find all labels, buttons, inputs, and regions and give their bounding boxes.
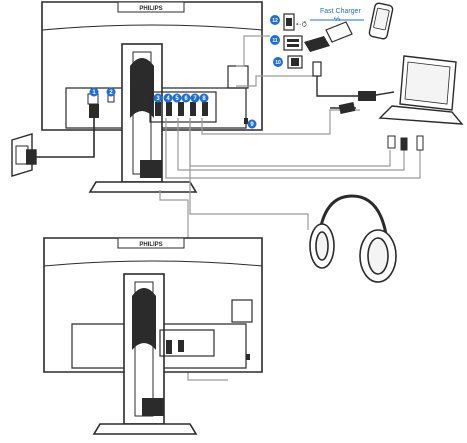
usb-trident-symbol: ⇠⛣ [296,21,307,28]
laptop-icon [378,55,464,125]
callout-7: 7 [190,93,200,103]
callout-3: 3 [153,93,163,103]
callout-10: 10 [273,57,283,67]
callout-2: 2 [106,87,116,97]
callout-6: 6 [181,93,191,103]
top-monitor-ports [155,102,208,116]
brand-label-top: PHILIPS [139,6,162,12]
callouts: 1 2 3 4 5 6 7 8 [89,15,283,129]
svg-text:8: 8 [202,96,206,102]
fast-charger-label: Fast Charger [320,8,362,15]
brand-label-bottom: PHILIPS [139,242,162,248]
cable-heads [330,102,424,151]
top-monitor [41,1,263,193]
usb-stick-icon [304,21,353,52]
headphones-icon [309,194,397,283]
callout-5: 5 [172,93,182,103]
usb-port-fills [286,18,299,66]
svg-text:12: 12 [272,18,278,24]
callout-11: 11 [270,35,280,45]
callout-1: 1 [89,87,99,97]
svg-text:5: 5 [175,96,179,102]
svg-text:4: 4 [166,96,170,102]
svg-text:3: 3 [156,96,160,102]
bottom-monitor [43,237,263,435]
svg-text:10: 10 [275,60,281,66]
callout-4: 4 [163,93,173,103]
svg-text:7: 7 [193,96,197,102]
svg-text:11: 11 [272,38,278,44]
callout-9: 9 [247,119,257,129]
power-cable [36,110,95,158]
svg-text:2: 2 [109,90,113,96]
usb-cable-to-laptop [312,61,395,101]
power-outlet [11,133,37,177]
callout-8: 8 [199,93,209,103]
svg-text:1: 1 [92,90,96,96]
svg-text:9: 9 [250,122,254,128]
svg-text:6: 6 [184,96,188,102]
power-plug [89,104,99,118]
callout-12: 12 [270,15,280,25]
phone-icon [368,2,394,40]
bottom-monitor-ports [166,340,184,354]
fast-charger-symbol: ϟϟ [334,17,341,23]
cables [159,35,421,381]
